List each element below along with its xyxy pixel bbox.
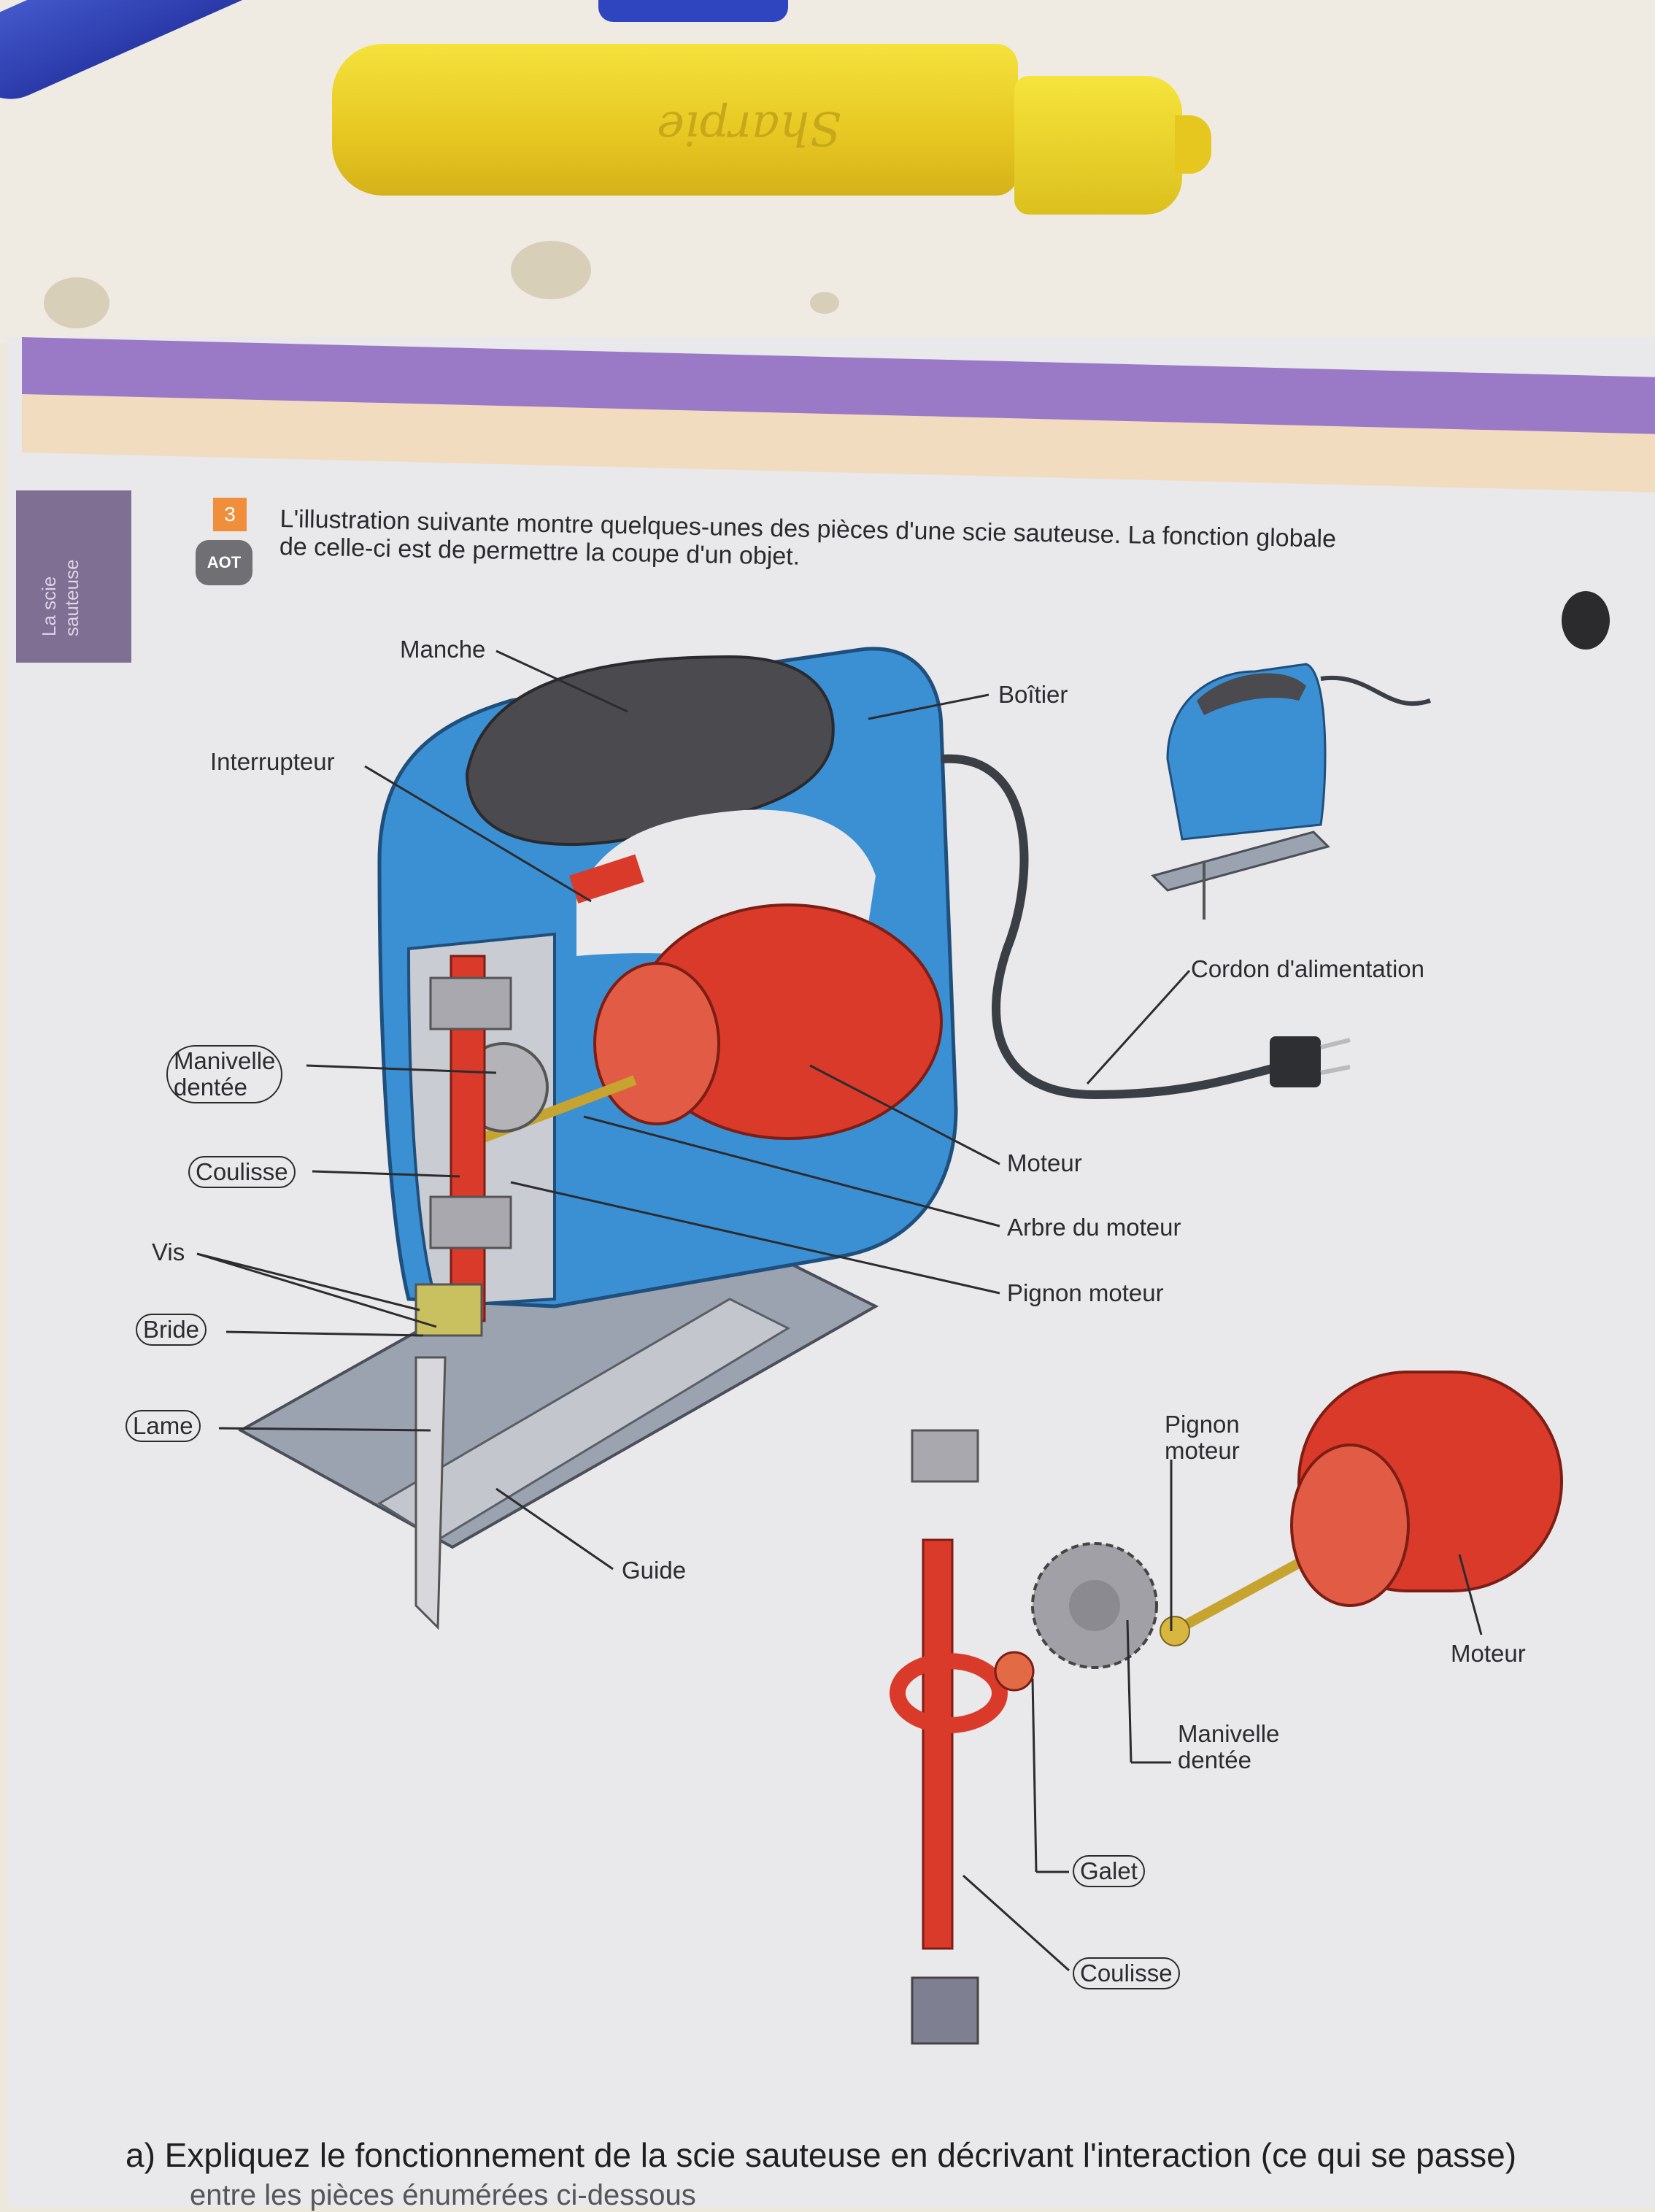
- jigsaw-thumbnail: [1151, 663, 1431, 920]
- label-coulisse-1: Coulisse: [188, 1156, 296, 1188]
- label-lame: Lame: [126, 1410, 201, 1442]
- highlighter-tip: [1175, 115, 1211, 174]
- question-a-continued: entre les pièces énumérées ci-dessous: [190, 2179, 696, 2211]
- label-moteur-1: Moteur: [1007, 1149, 1082, 1176]
- plug-prong: [1320, 1065, 1351, 1075]
- upper-guide-block: [429, 976, 512, 1030]
- saw-blade: [414, 1356, 447, 1630]
- leader-lines: [196, 650, 1483, 1972]
- motor-face: [593, 962, 720, 1125]
- label-cordon: Cordon d'alimentation: [1191, 955, 1424, 982]
- question-a: a) Expliquez le fonctionnement de la sci…: [126, 2136, 1517, 2174]
- power-cord: [941, 754, 1286, 1100]
- yellow-highlighter: [332, 44, 1018, 196]
- label-interrupteur: Interrupteur: [210, 748, 335, 775]
- chapter-side-tab: La scie sauteuse: [16, 490, 131, 663]
- handle-grip: [465, 655, 835, 847]
- exploded-view: [890, 1371, 1563, 2045]
- label-bride: Bride: [136, 1314, 207, 1346]
- label-manivelle-dentee-2: Manivelle dentée: [1178, 1720, 1280, 1773]
- label-moteur-2: Moteur: [1451, 1640, 1526, 1667]
- desk-stain: [810, 292, 839, 314]
- label-arbre-du-moteur: Arbre du moteur: [1007, 1214, 1181, 1241]
- exercise-number: 3: [213, 498, 247, 531]
- trigger-switch: [569, 854, 644, 904]
- label-guide: Guide: [622, 1557, 687, 1584]
- binder-hole: [1562, 591, 1610, 650]
- textbook-page: [7, 337, 1655, 2207]
- aot-gear-icon: AOT: [196, 540, 252, 585]
- label-galet: Galet: [1073, 1855, 1145, 1887]
- label-pignon-moteur-2: Pignon moteur: [1165, 1411, 1240, 1464]
- plug-prong: [1320, 1038, 1351, 1049]
- label-coulisse-2: Coulisse: [1073, 1957, 1180, 1989]
- clamp-flange: [414, 1283, 483, 1337]
- label-pignon-moteur-1: Pignon moteur: [1007, 1279, 1164, 1306]
- blue-pen-cap: [598, 0, 788, 22]
- label-vis: Vis: [152, 1238, 185, 1265]
- desk-stain: [511, 241, 591, 299]
- desk-stain: [44, 277, 109, 328]
- lower-guide-block: [429, 1195, 512, 1249]
- highlighter-cap: [1014, 76, 1182, 215]
- plug: [1270, 1036, 1321, 1087]
- label-manche: Manche: [400, 636, 486, 663]
- label-boitier: Boîtier: [998, 681, 1068, 708]
- label-manivelle-dentee-1: Manivelle dentée: [166, 1045, 283, 1103]
